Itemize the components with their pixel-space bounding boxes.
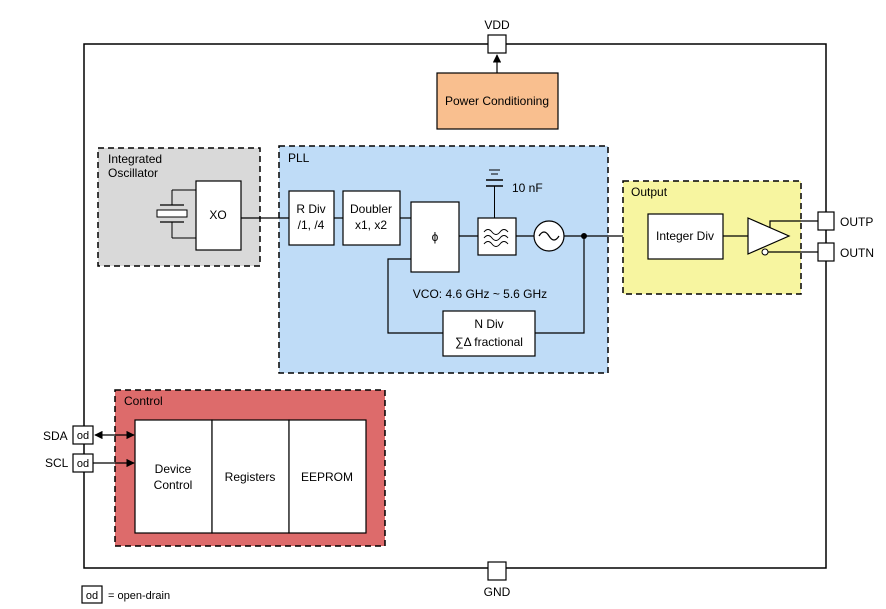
power-conditioning-label: Power Conditioning [445, 94, 549, 108]
outp-pin: OUTP [817, 211, 873, 231]
control-label: Control [124, 394, 163, 408]
gnd-label: GND [484, 585, 511, 599]
sda-type: od [77, 430, 89, 442]
scl-label: SCL [45, 456, 69, 470]
oscillator-region: Integrated Oscillator XO [97, 147, 261, 267]
phase-detector-box [410, 201, 460, 273]
output-buffer-icon [747, 217, 791, 255]
device-control-label-line2: Control [154, 478, 193, 492]
capacitor-label: 10 nF [512, 181, 543, 195]
r-div-label-line1: R Div [296, 202, 325, 216]
outn-label: OUTN [840, 246, 874, 260]
vco-range-label: VCO: 4.6 GHz ~ 5.6 GHz [413, 287, 547, 301]
pll-label: PLL [288, 151, 310, 165]
signal-wires [241, 217, 648, 334]
output-region: Output Integer Div [622, 180, 818, 295]
vdd-label: VDD [484, 18, 510, 32]
eeprom-label: EEPROM [301, 470, 353, 484]
legend-symbol: od [86, 590, 98, 602]
phase-detector-label: ϕ [432, 230, 439, 244]
xo-label: XO [209, 208, 226, 222]
xo-box [195, 180, 242, 251]
doubler-label-line1: Doubler [350, 202, 392, 216]
doubler-label-line2: x1, x2 [355, 218, 387, 232]
integer-div-box [647, 213, 724, 260]
outp-label: OUTP [840, 215, 873, 229]
sine-wave-icon [538, 231, 560, 241]
power-conditioning-block: Power Conditioning [436, 72, 559, 130]
power-conditioning-box [436, 72, 559, 130]
r-div-label-line2: /1, /4 [298, 218, 325, 232]
pll-region: PLL R Div /1, /4 Doubler x1, x2 ϕ 10 nF … [278, 145, 609, 374]
sda-pin: SDA od [43, 425, 94, 445]
inverting-bubble [761, 248, 769, 256]
control-region: Control Device Control Registers EEPROM [114, 389, 386, 547]
n-div-label-line1: N Div [474, 317, 503, 331]
registers-box [211, 419, 290, 534]
integer-div-label: Integer Div [656, 229, 714, 243]
device-control-label-line1: Device [155, 462, 192, 476]
output-label: Output [631, 185, 668, 199]
sda-label: SDA [43, 429, 68, 443]
capacitor-icon [486, 169, 503, 218]
n-div-label-line2: ∑Δ fractional [455, 335, 523, 349]
outn-pin: OUTN [817, 242, 874, 262]
loop-filter-box [477, 217, 517, 256]
legend-text: = open-drain [108, 590, 170, 602]
legend: od = open-drain [81, 585, 170, 604]
registers-label: Registers [225, 470, 276, 484]
oscillator-label-line2: Oscillator [108, 166, 158, 180]
device-control-box [134, 419, 213, 534]
scl-pin: SCL od [45, 453, 94, 473]
lowpass-filter-icon [483, 229, 509, 247]
scl-type: od [77, 458, 89, 470]
eeprom-box [288, 419, 367, 534]
crystal-icon [156, 189, 196, 239]
vdd-pin: VDD [484, 18, 510, 54]
gnd-pin: GND [484, 561, 511, 599]
junction-dot [581, 233, 587, 239]
oscillator-label-line1: Integrated [108, 152, 162, 166]
